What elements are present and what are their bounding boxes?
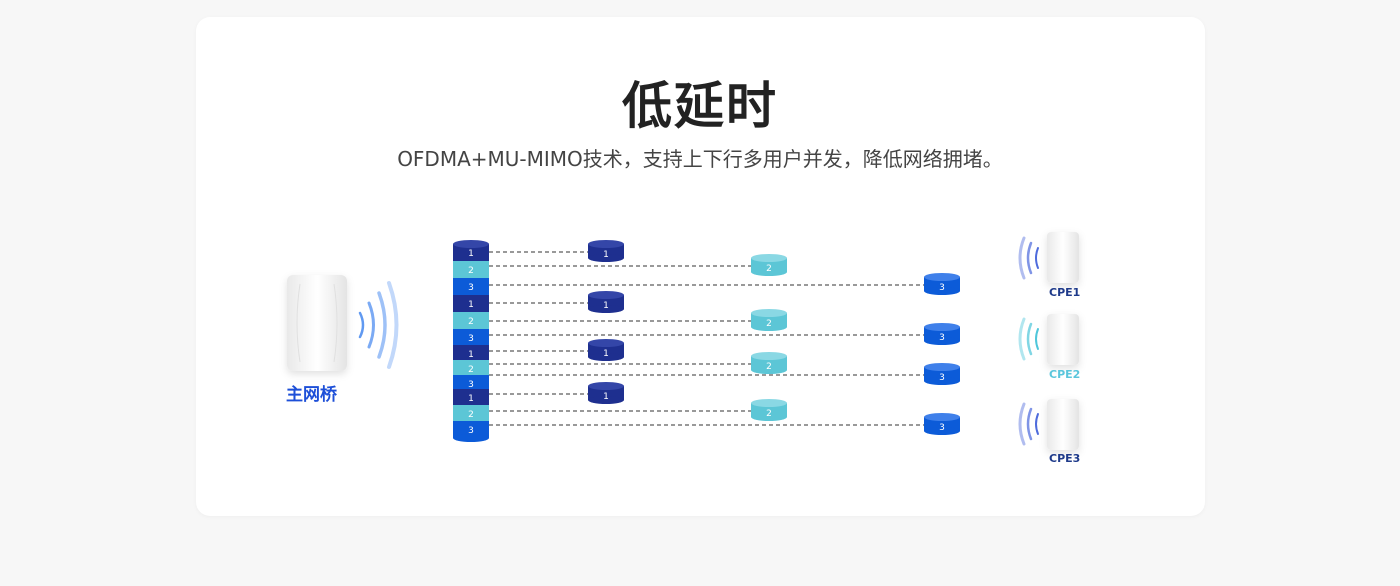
cpe2-device	[1047, 314, 1079, 365]
cpe1-label: CPE1	[1049, 286, 1081, 299]
packet-label: 3	[939, 423, 945, 433]
stack-segment-9: 3	[453, 375, 489, 392]
stack-segment-label: 2	[468, 365, 474, 375]
packets: 1 2 3 1 2 3 1 2 3 1 2 3	[588, 240, 960, 435]
packet-label: 3	[939, 283, 945, 293]
packet-label: 1	[603, 250, 609, 260]
stack-segment-6: 3	[453, 329, 489, 346]
main-bridge-signal-icon	[358, 281, 399, 369]
stack-segment-8: 2	[453, 360, 489, 377]
stack-segment-12: 3	[453, 421, 489, 442]
frame-stack: 1 2 3 1 2 3 1 2 3 1 2 3	[453, 240, 489, 442]
packet-label: 2	[766, 362, 772, 372]
packet-label: 3	[939, 373, 945, 383]
cpe1-signal-icon	[1018, 236, 1039, 280]
stack-segment-3: 3	[453, 278, 489, 295]
stack-segment-label: 1	[468, 350, 474, 360]
packet-3: 3	[924, 273, 960, 295]
packet-4: 1	[588, 291, 624, 313]
packet-12: 3	[924, 413, 960, 435]
packet-label: 3	[939, 333, 945, 343]
stack-segment-label: 2	[468, 266, 474, 276]
cpe3-label: CPE3	[1049, 452, 1081, 465]
packet-label: 2	[766, 319, 772, 329]
packet-5: 2	[751, 309, 787, 331]
stack-segment-10: 1	[453, 389, 489, 406]
cpe3-signal-icon	[1018, 402, 1039, 446]
stack-segment-11: 2	[453, 405, 489, 422]
cpe1-device	[1047, 232, 1079, 283]
stack-segment-label: 2	[468, 410, 474, 420]
packet-2: 2	[751, 254, 787, 276]
cpe3-device	[1047, 399, 1079, 450]
packet-11: 2	[751, 399, 787, 421]
packet-label: 2	[766, 264, 772, 274]
stack-segment-label: 2	[468, 317, 474, 327]
packet-7: 1	[588, 339, 624, 361]
main-bridge-device	[287, 275, 347, 371]
stack-segment-4: 1	[453, 295, 489, 312]
page-subtitle: OFDMA+MU-MIMO技术，支持上下行多用户并发，降低网络拥堵。	[397, 147, 1003, 171]
packet-label: 1	[603, 301, 609, 311]
stack-segment-7: 1	[453, 345, 489, 362]
packet-label: 1	[603, 392, 609, 402]
main-bridge-label: 主网桥	[286, 385, 337, 405]
stack-segment-2: 2	[453, 261, 489, 278]
stack-segment-label: 1	[468, 300, 474, 310]
stack-segment-label: 1	[468, 394, 474, 404]
packet-10: 1	[588, 382, 624, 404]
stack-segment-1: 1	[453, 240, 489, 261]
stream-lines	[489, 251, 924, 426]
stack-segment-label: 3	[468, 426, 474, 436]
cpe2-label: CPE2	[1049, 368, 1081, 381]
packet-label: 1	[603, 349, 609, 359]
page-title: 低延时	[622, 77, 778, 135]
packet-label: 2	[766, 409, 772, 419]
stack-segment-label: 3	[468, 283, 474, 293]
cpe2-signal-icon	[1018, 317, 1039, 361]
stack-segment-5: 2	[453, 312, 489, 329]
stack-segment-label: 3	[468, 380, 474, 390]
packet-6: 3	[924, 323, 960, 345]
packet-9: 3	[924, 363, 960, 385]
packet-8: 2	[751, 352, 787, 374]
stack-segment-label: 3	[468, 334, 474, 344]
stack-segment-label: 1	[468, 249, 474, 259]
packet-1: 1	[588, 240, 624, 262]
